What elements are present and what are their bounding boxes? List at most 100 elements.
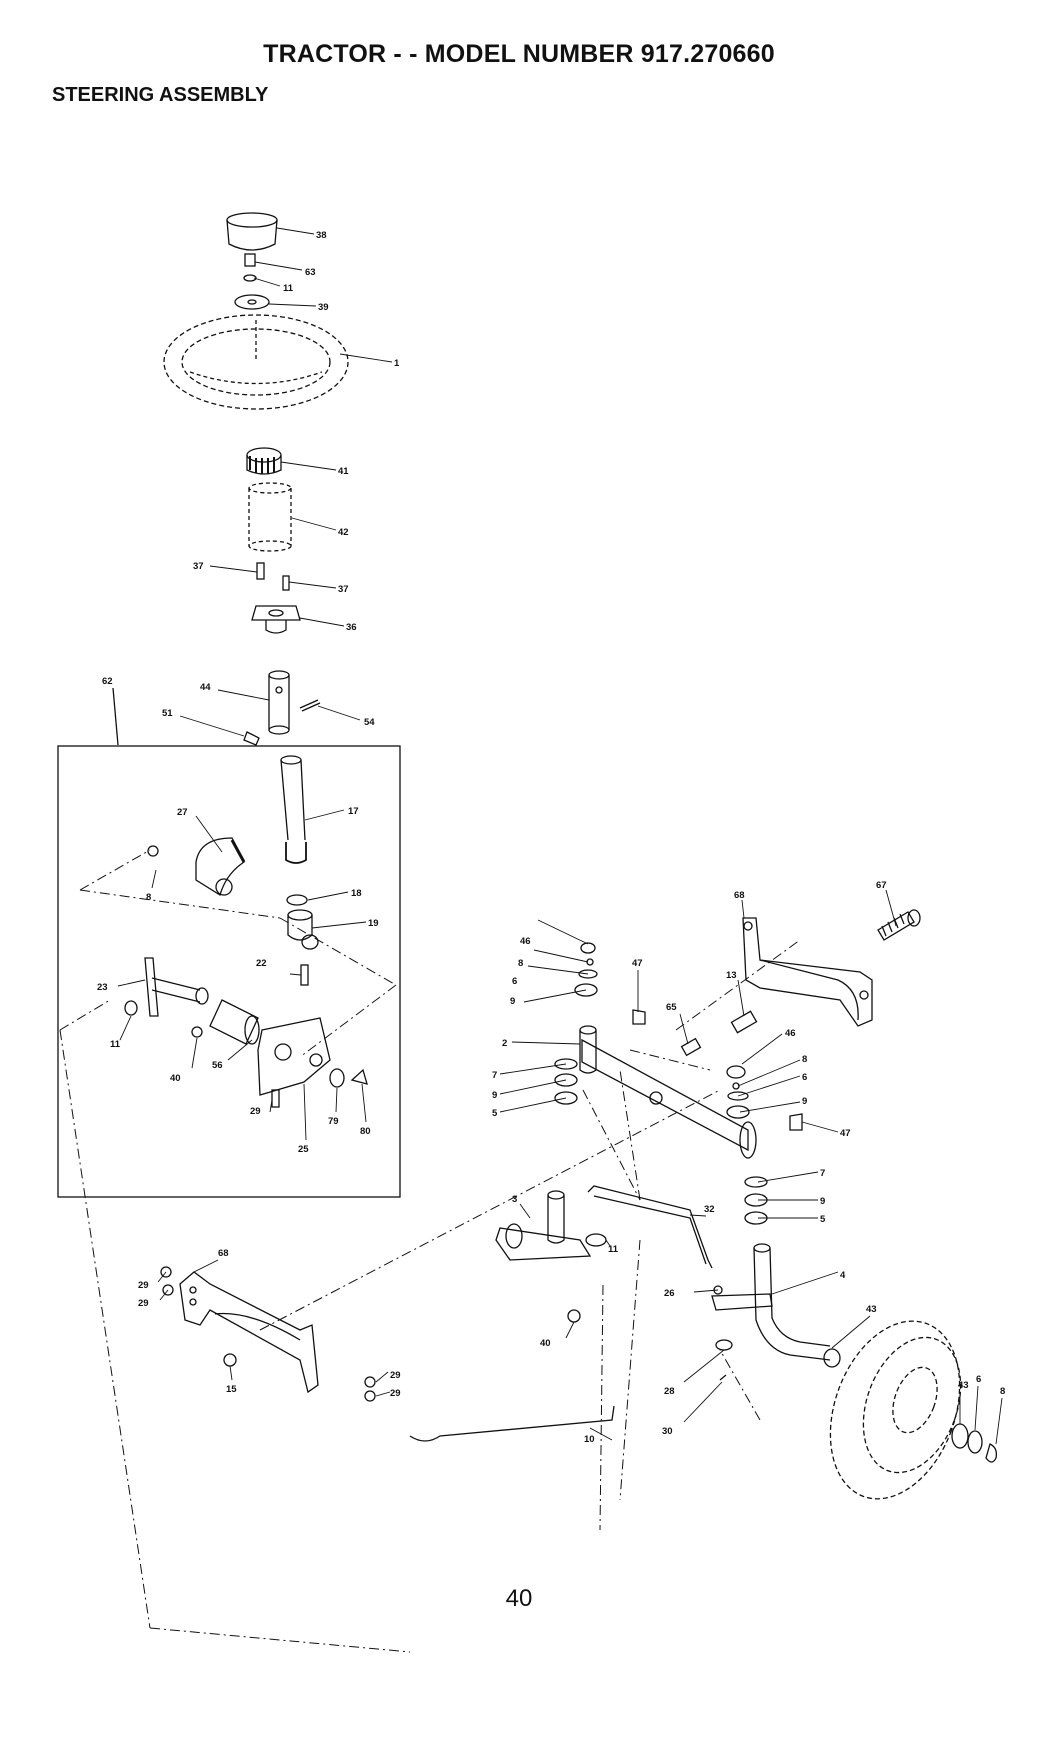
callout: 51	[162, 708, 173, 719]
bolt-80	[352, 1070, 367, 1084]
nut-40b	[568, 1310, 580, 1322]
nut-15	[224, 1354, 236, 1366]
washer-11c	[586, 1234, 606, 1246]
callout: 2	[502, 1038, 507, 1049]
callout: 54	[364, 717, 375, 728]
callout: 5	[820, 1214, 826, 1225]
boot-42	[249, 483, 291, 551]
callout: 47	[632, 958, 643, 969]
callout: 11	[283, 283, 294, 294]
fitting-47b	[790, 1114, 802, 1130]
callout: 56	[212, 1060, 223, 1071]
callout: 29	[390, 1370, 401, 1381]
callout: 44	[200, 682, 211, 693]
callout: 11	[608, 1244, 619, 1255]
bolt-54	[300, 700, 320, 711]
bolt-22	[301, 965, 308, 985]
callout: 62	[102, 676, 113, 687]
callout: 7	[820, 1168, 825, 1179]
callout: 47	[840, 1128, 851, 1139]
pin-30	[720, 1375, 726, 1380]
clip-8c	[986, 1444, 996, 1462]
axle-bracket-68-right	[743, 918, 872, 1026]
callout: 30	[662, 1426, 673, 1437]
callout: 9	[820, 1196, 825, 1207]
callout: 9	[510, 996, 515, 1007]
callout: 7	[492, 1070, 497, 1081]
callout: 63	[305, 267, 316, 278]
flange-bracket-36	[252, 606, 300, 633]
fitting-47	[633, 1010, 645, 1024]
washer-43b	[952, 1424, 968, 1448]
callout: 3	[512, 1194, 517, 1205]
bushing-56	[210, 1000, 259, 1044]
callout: 29	[138, 1298, 149, 1309]
callout: 43	[866, 1304, 877, 1315]
washer-6b	[968, 1431, 982, 1453]
callout: 29	[138, 1280, 149, 1291]
callout: 68	[734, 890, 745, 901]
callout: 68	[218, 1248, 229, 1259]
callout: 38	[316, 230, 327, 241]
callout: 40	[170, 1073, 181, 1084]
callout: 1	[394, 358, 400, 369]
bushing-65	[682, 1039, 701, 1056]
bolt-37-left	[257, 563, 264, 579]
callout: 8	[146, 892, 151, 903]
callout: 8	[802, 1054, 807, 1065]
pivot-bracket-23	[145, 958, 208, 1016]
callout: 5	[492, 1108, 498, 1119]
callout: 32	[704, 1204, 715, 1215]
bolt-63	[245, 254, 255, 266]
collar-19	[288, 910, 318, 949]
washer-39	[235, 295, 269, 309]
callout: 19	[368, 918, 379, 929]
axle-bracket-68-left	[180, 1272, 318, 1392]
callout: 28	[664, 1386, 675, 1397]
callout: 9	[492, 1090, 497, 1101]
bracket-25	[258, 1018, 330, 1095]
callout: 8	[518, 958, 523, 969]
front-wheel	[807, 1303, 983, 1517]
callout: 42	[338, 527, 349, 538]
front-axle-2	[580, 1026, 756, 1158]
steering-shaft-17	[281, 756, 306, 863]
spindle-3	[496, 1191, 590, 1260]
washer-11b	[125, 1001, 137, 1015]
cap-46b	[727, 1066, 745, 1078]
callout: 8	[1000, 1386, 1005, 1397]
callout: 17	[348, 806, 359, 817]
bolt-29c	[365, 1377, 375, 1387]
washer-79	[330, 1069, 344, 1087]
callout: 18	[351, 888, 362, 899]
callout: 37	[193, 561, 204, 572]
bolt-67	[878, 910, 920, 940]
callout: 46	[520, 936, 531, 947]
clip-8	[148, 846, 158, 856]
callout: 43	[958, 1380, 969, 1391]
callout: 67	[876, 880, 887, 891]
callout: 39	[318, 302, 329, 313]
cap-46	[581, 943, 595, 953]
callout: 25	[298, 1144, 309, 1155]
callout: 79	[328, 1116, 339, 1127]
callout: 65	[666, 1002, 677, 1013]
bushing-18	[287, 895, 307, 905]
nut-40	[192, 1027, 202, 1037]
callout: 6	[512, 976, 517, 987]
spindle-4	[712, 1244, 830, 1360]
callout: 10	[584, 1434, 595, 1445]
callout: 15	[226, 1384, 237, 1395]
leader-62	[113, 688, 118, 745]
callout: 13	[726, 970, 737, 981]
steering-knob	[227, 213, 277, 250]
callout: 6	[976, 1374, 981, 1385]
callout: 22	[256, 958, 267, 969]
callout: 4	[840, 1270, 846, 1281]
callout: 23	[97, 982, 108, 993]
callout: 6	[802, 1072, 807, 1083]
sector-gear-27	[196, 838, 244, 895]
callout: 41	[338, 466, 349, 477]
callout: 40	[540, 1338, 551, 1349]
